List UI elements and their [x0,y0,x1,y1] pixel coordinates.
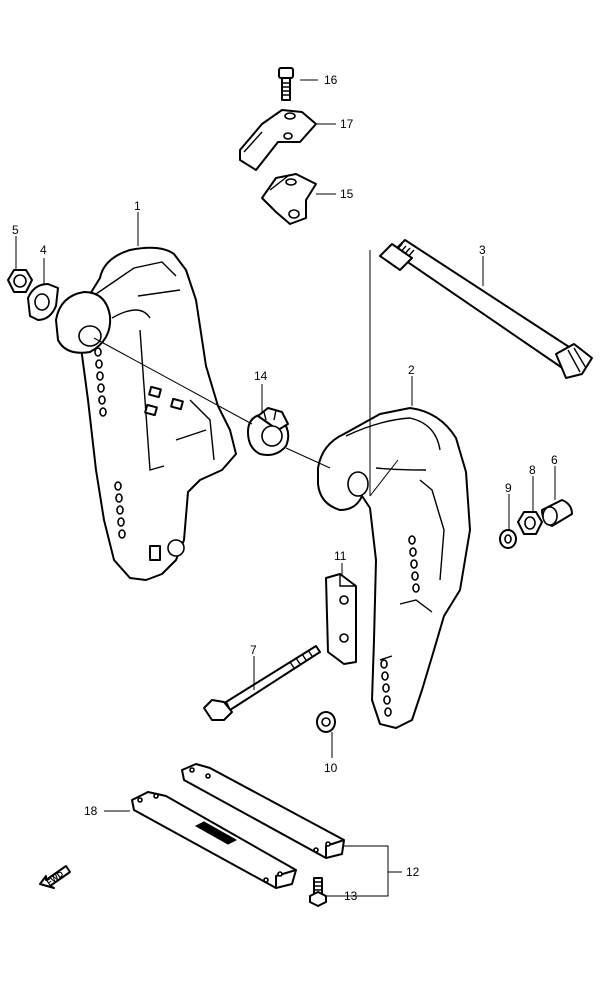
callout-2: 2 [408,363,415,377]
callout-8: 8 [529,463,536,477]
part-1-clamp-bracket [55,246,237,581]
callout-17: 17 [340,117,354,131]
part-8-nut [517,511,543,535]
part-2-clamp-bracket [317,407,471,729]
part-5-nut [7,269,33,293]
callout-9: 9 [505,481,512,495]
callout-14: 14 [254,369,268,383]
part-18-plate [131,791,297,889]
callout-labels: 16 17 15 1 5 4 3 2 14 6 8 9 11 7 10 18 1… [12,73,558,903]
callout-15: 15 [340,187,354,201]
callout-13: 13 [344,889,358,903]
part-9-washer [499,529,517,549]
callout-7: 7 [250,643,257,657]
leader-lines [15,79,556,897]
part-14-bushing [247,407,290,456]
part-12-plate [181,763,345,859]
callout-3: 3 [479,243,486,257]
part-13-screw [309,877,327,907]
part-11-plate [325,573,357,665]
fwd-arrow-icon: FWD [39,865,71,889]
callout-1: 1 [134,199,141,213]
callout-6: 6 [551,453,558,467]
part-6-collar [541,499,573,527]
part-4-gasket [27,283,59,321]
callout-5: 5 [12,223,19,237]
callout-4: 4 [40,243,47,257]
part-17-bracket [239,109,317,171]
callout-10: 10 [324,761,338,775]
part-10-washer [316,711,336,733]
callout-11: 11 [334,549,347,563]
part-16-bolt [278,67,294,101]
part-15-plate [261,173,317,225]
callout-18: 18 [84,804,98,818]
part-3-shaft [379,239,593,379]
callout-12: 12 [406,865,420,879]
callout-16: 16 [324,73,338,87]
part-7-bolt [203,645,321,721]
